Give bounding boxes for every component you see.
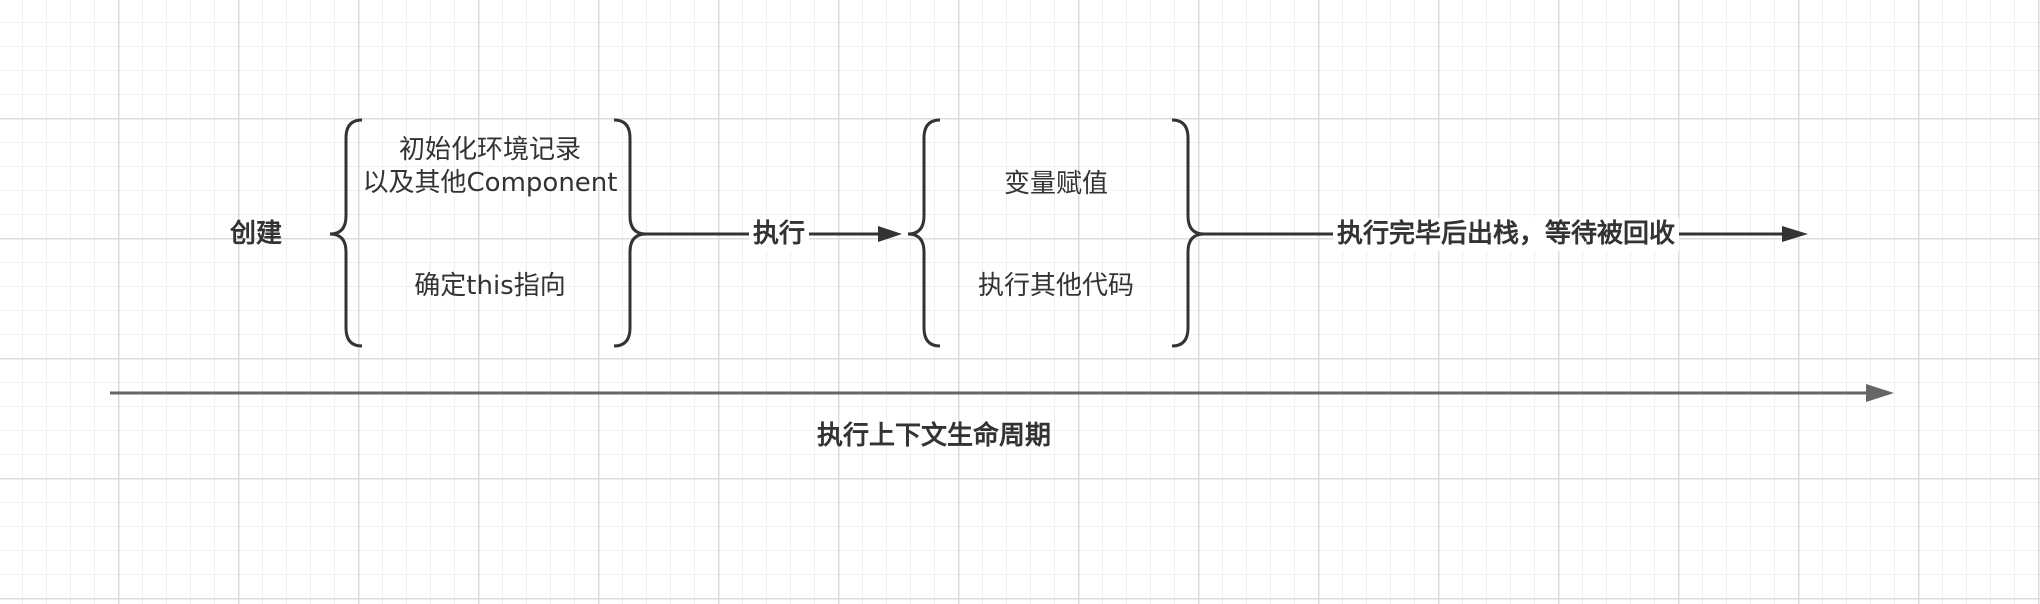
create-item-this: 确定this指向 bbox=[414, 271, 566, 301]
create-to-execute-arrowhead bbox=[878, 226, 902, 242]
execute-item-other-code: 执行其他代码 bbox=[977, 271, 1135, 301]
execute-right-brace bbox=[1171, 118, 1205, 348]
create-item-init-env: 初始化环境记录 以及其他Component bbox=[362, 135, 618, 198]
execute-item-assign: 变量赋值 bbox=[1003, 169, 1109, 199]
execute-left-brace bbox=[907, 118, 941, 348]
timeline-arrowhead bbox=[1866, 384, 1894, 402]
execute-label: 执行 bbox=[748, 218, 810, 251]
create-left-brace bbox=[329, 118, 363, 348]
create-right-brace bbox=[613, 118, 647, 348]
create-label: 创建 bbox=[230, 219, 283, 249]
execute-to-finish-arrowhead bbox=[1782, 226, 1808, 242]
timeline-label: 执行上下文生命周期 bbox=[816, 421, 1052, 451]
finish-label: 执行完毕后出栈，等待被回收 bbox=[1332, 218, 1680, 251]
